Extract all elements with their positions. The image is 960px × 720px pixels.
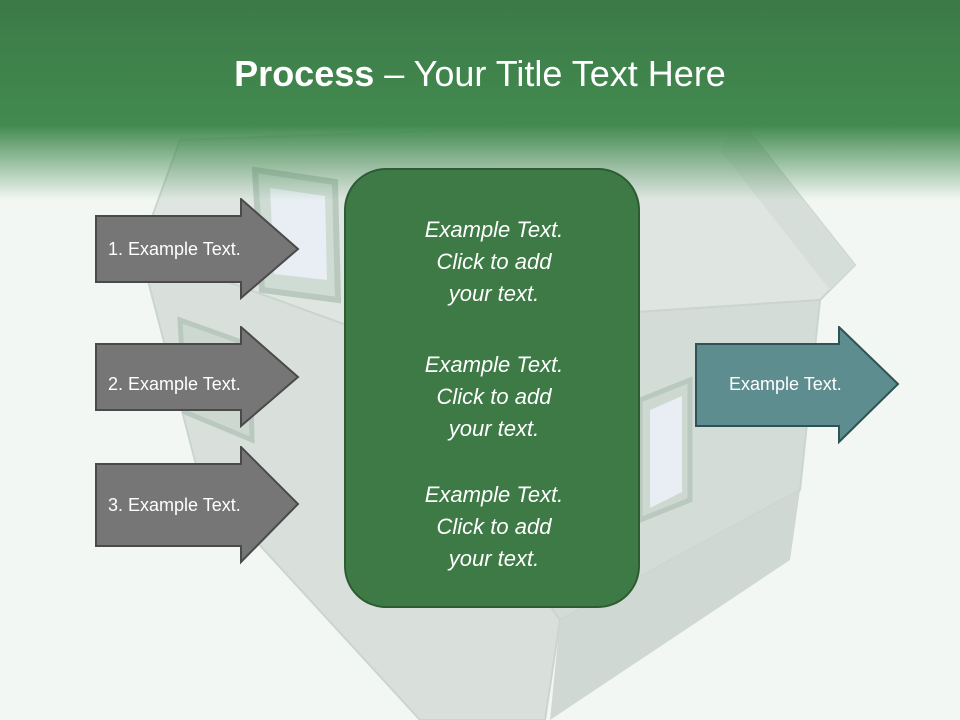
center-item-3-line3: your text. <box>448 546 540 571</box>
left-arrow-1[interactable]: 1. Example Text. <box>95 198 301 300</box>
center-item-1-line1: Example Text. <box>424 217 564 242</box>
center-item-2-line1: Example Text. <box>424 352 564 377</box>
arrow-shape-1 <box>95 198 300 300</box>
left-arrow-3[interactable]: 3. Example Text. <box>95 446 301 566</box>
center-item-3-line1: Example Text. <box>424 482 564 507</box>
center-item-1-line3: your text. <box>448 281 540 306</box>
arrow-shape-2 <box>95 326 300 428</box>
center-item-2-line3: your text. <box>448 416 540 441</box>
center-content-box[interactable]: Example Text. Click to add your text. Ex… <box>344 168 640 608</box>
right-arrow[interactable]: Example Text. <box>695 326 901 446</box>
center-item-3: Example Text. Click to add your text. <box>346 479 642 575</box>
title-bold: Process <box>234 53 375 94</box>
left-arrow-label-1: 1. Example Text. <box>108 238 241 259</box>
center-item-1-line2: Click to add <box>436 249 552 274</box>
left-arrow-2[interactable]: 2. Example Text. <box>95 326 301 428</box>
arrow-shape-3 <box>95 446 300 565</box>
title-banner <box>0 0 960 200</box>
right-arrow-label: Example Text. <box>729 373 842 394</box>
center-item-2: Example Text. Click to add your text. <box>346 349 642 445</box>
center-item-2-line2: Click to add <box>436 384 552 409</box>
center-item-3-line2: Click to add <box>436 514 552 539</box>
title-rest: – Your Title Text Here <box>374 53 726 94</box>
left-arrow-label-2: 2. Example Text. <box>108 373 241 394</box>
center-item-1: Example Text. Click to add your text. <box>346 214 642 310</box>
right-arrow-shape <box>695 326 900 445</box>
left-arrow-label-3: 3. Example Text. <box>108 494 241 515</box>
page-title[interactable]: Process – Your Title Text Here <box>0 52 960 96</box>
